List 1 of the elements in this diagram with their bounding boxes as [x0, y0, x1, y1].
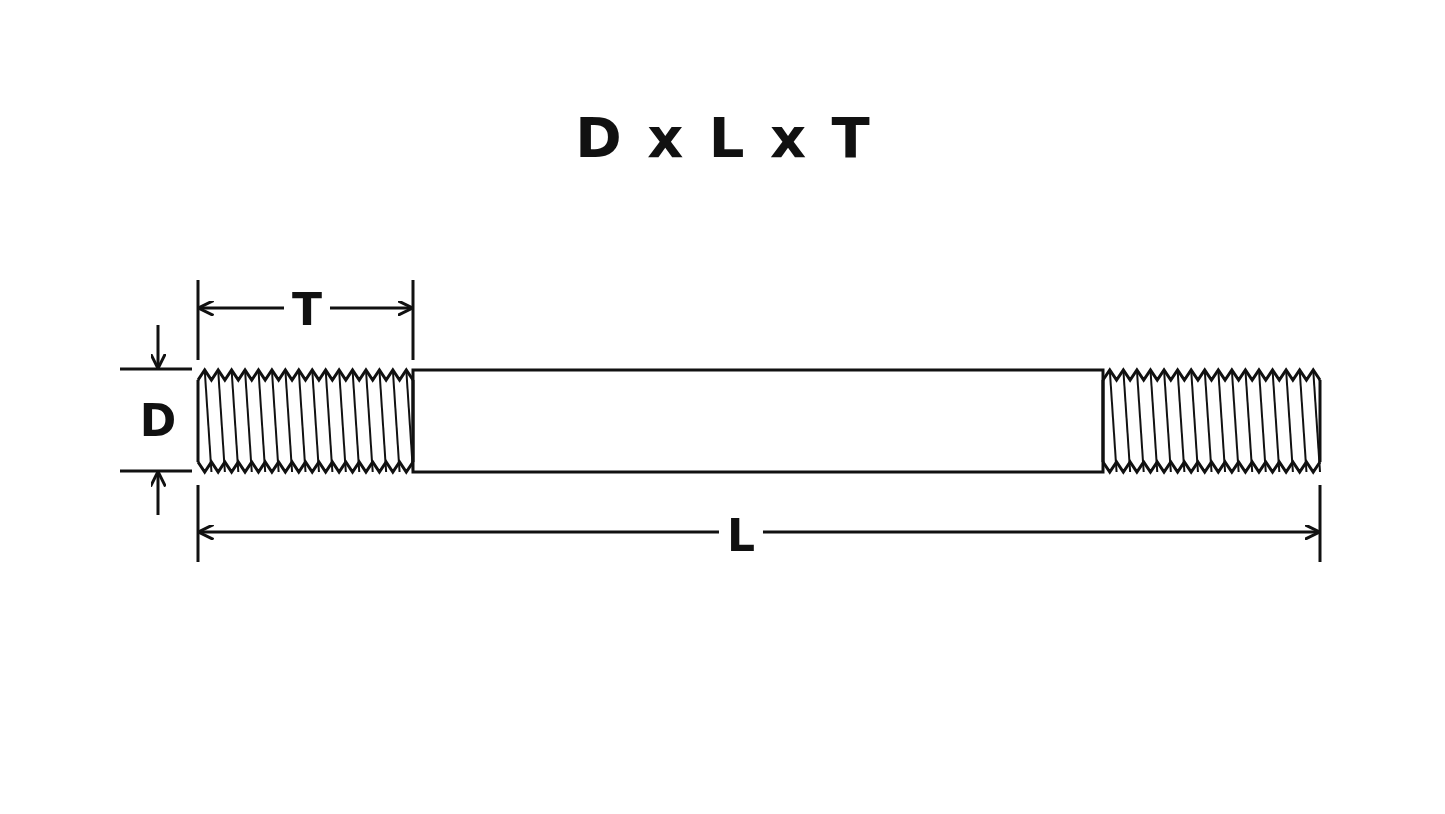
title: D x L x T	[575, 105, 870, 170]
